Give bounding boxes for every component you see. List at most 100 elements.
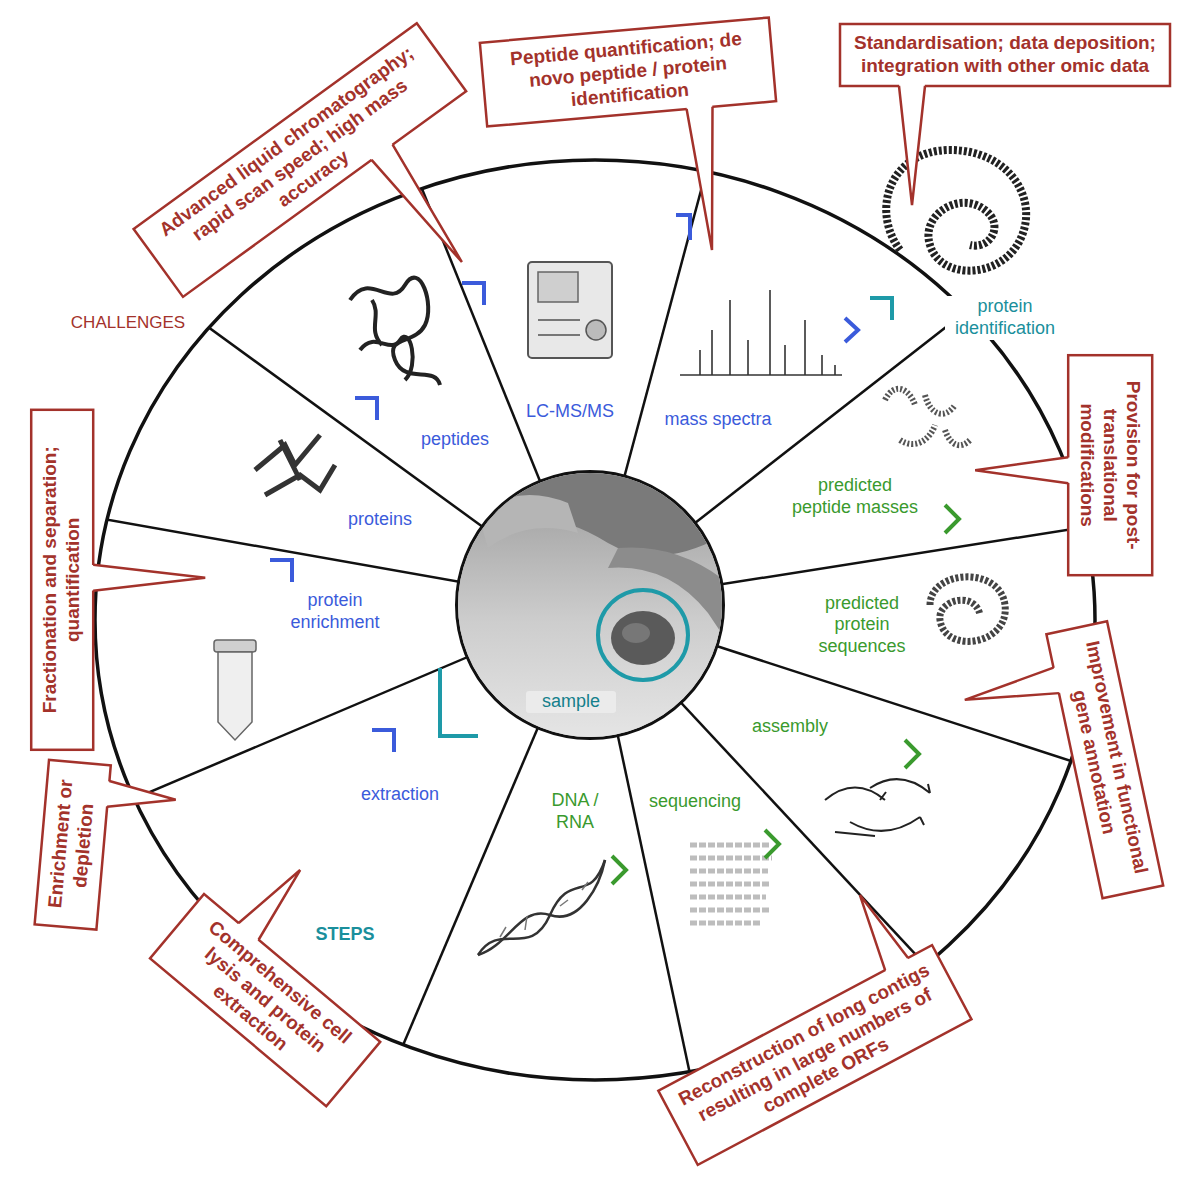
peptide-fragments <box>885 389 970 445</box>
step-label: protein enrichment <box>285 590 385 633</box>
step-label: LC-MS/MS <box>515 401 625 423</box>
dna-helix <box>478 860 605 955</box>
callout-tail <box>899 86 925 205</box>
instrument-panel <box>538 272 578 302</box>
challenge-callout: Fractionation and separation; quantifica… <box>31 410 93 750</box>
challenge-text: Provision for post-translational modific… <box>1076 365 1144 565</box>
step-label: protein identification <box>945 296 1065 339</box>
callout-box <box>1046 621 1163 898</box>
callout-tail-fill <box>962 667 1062 712</box>
step-label: assembly <box>745 716 835 738</box>
photo-highlight <box>478 495 578 548</box>
helix-rungs <box>500 882 588 937</box>
peptide-illustration <box>350 278 440 385</box>
callout-tail <box>962 668 1059 713</box>
step-label: CHALLENGES <box>53 313 203 333</box>
photo-machine <box>458 473 725 556</box>
instrument-line <box>538 319 580 321</box>
step-label: STEPS <box>305 924 385 946</box>
challenge-text: Fractionation and separation; quantifica… <box>39 420 85 740</box>
callout-tail-fill <box>370 142 473 270</box>
step-chevron <box>372 730 394 752</box>
step-chevron <box>905 740 919 768</box>
mass-spectrum <box>680 290 842 375</box>
sample-label: sample <box>526 691 616 713</box>
step-chevron <box>945 505 959 533</box>
step-chevron <box>845 318 858 342</box>
callout-box <box>31 410 93 750</box>
step-chevron <box>870 298 892 320</box>
sequence-read <box>690 895 766 900</box>
step-label: predicted protein sequences <box>812 593 912 658</box>
instrument-body <box>528 262 612 358</box>
callout-tail-fill <box>975 457 1071 483</box>
callout-tail-fill <box>899 83 925 205</box>
helix-strand <box>478 860 605 955</box>
callout-tail-fill <box>237 862 310 942</box>
callout-tail <box>93 565 205 591</box>
protein-ribbons <box>255 435 335 495</box>
challenge-callout: Improvement in functional gene annotatio… <box>1047 621 1163 898</box>
step-label: extraction <box>350 784 450 806</box>
callout-tail-fill <box>686 104 725 251</box>
challenge-callout: Standardisation; data deposition; integr… <box>840 24 1170 86</box>
challenge-callout: Enrichment or depletion <box>34 760 110 930</box>
protein-sequence-beads <box>930 577 1005 642</box>
callout-tail <box>107 781 177 813</box>
step-chevron <box>270 560 292 582</box>
callout-box <box>1068 355 1152 575</box>
challenge-text: Standardisation; data deposition; integr… <box>850 32 1160 78</box>
step-label: mass spectra <box>658 409 778 431</box>
step-label: peptides <box>410 429 500 451</box>
step-label: DNA / RNA <box>545 790 605 833</box>
callout-tail <box>848 889 908 970</box>
callout-box <box>34 760 110 930</box>
callout-tail <box>239 862 310 940</box>
tube-cap <box>214 640 256 652</box>
photo-ground <box>458 473 725 740</box>
challenge-callout: Comprehensive cell lysis and protein ext… <box>150 894 380 1106</box>
sequence-read <box>690 843 770 848</box>
sample-blob-detail <box>622 623 650 643</box>
callout-box <box>658 945 971 1165</box>
sequence-read <box>690 921 760 926</box>
step-label: sequencing <box>645 791 745 813</box>
challenge-callout: Peptide quantification; de novo peptide … <box>480 18 776 127</box>
step-label: proteins <box>335 509 425 531</box>
sequence-read <box>690 882 770 887</box>
sample-blob <box>611 611 675 665</box>
spectrum-baseline <box>680 374 842 376</box>
instrument-port <box>586 320 606 340</box>
spectrum-peaks <box>700 290 835 375</box>
step-chevrons <box>270 215 959 884</box>
sample-photo: sample <box>455 470 725 740</box>
callout-box <box>134 23 467 297</box>
step-chevron <box>355 398 377 420</box>
callout-tail-fill <box>848 889 909 973</box>
sequence-read <box>690 908 770 913</box>
callout-tail <box>372 145 473 270</box>
step-chevron <box>765 830 779 858</box>
sample-highlight-ring <box>598 590 688 680</box>
challenge-text: Reconstruction of long contigs resulting… <box>671 957 959 1154</box>
callout-tail-fill <box>104 781 177 813</box>
tube-body <box>218 652 252 740</box>
step-chevron <box>612 856 626 884</box>
instrument-line <box>538 334 580 336</box>
challenge-callout: Advanced liquid chromatography; rapid sc… <box>134 23 467 297</box>
assembly-graph <box>825 779 930 836</box>
callout-box <box>480 18 776 127</box>
callout-box <box>840 24 1170 86</box>
sequence-read <box>690 856 772 861</box>
lcms-instrument <box>528 262 612 358</box>
challenge-callout: Reconstruction of long contigs resulting… <box>658 945 971 1165</box>
step-chevron <box>676 215 690 240</box>
sample-tube <box>214 640 256 740</box>
step-chevron <box>462 283 484 305</box>
helix-strand <box>478 860 605 955</box>
challenge-callout: Provision for post-translational modific… <box>1068 355 1152 575</box>
callout-tail <box>975 457 1068 483</box>
step-label: predicted peptide masses <box>788 475 923 518</box>
